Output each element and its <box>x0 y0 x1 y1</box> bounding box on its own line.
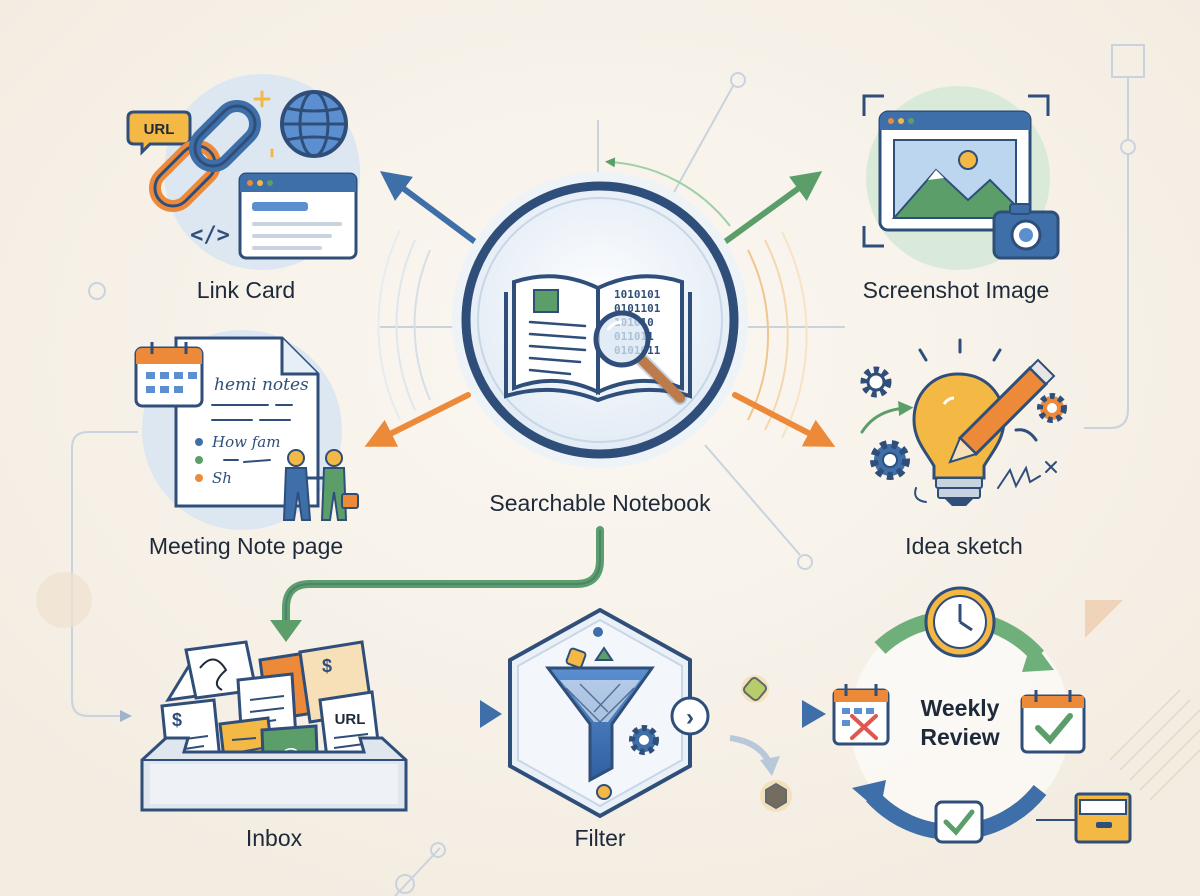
handshake-people-icon <box>282 449 359 521</box>
pencil-icon <box>948 358 1056 464</box>
next-chevron-icon <box>670 696 710 736</box>
weekly-review-label: Weekly Review <box>920 694 999 752</box>
meeting-note-label: Meeting Note page <box>148 533 344 559</box>
arrow-to-screenshot <box>719 171 823 247</box>
weekly-review-line2: Review <box>920 724 1000 750</box>
binary-line: 1010101 <box>614 288 661 301</box>
gear-icon <box>860 366 892 398</box>
calendar-check-icon <box>1020 690 1086 754</box>
inbox-to-filter-arrowhead <box>480 700 502 728</box>
calendar-cross-icon <box>832 684 890 746</box>
idea-sketch-node <box>860 338 1067 506</box>
funnel-icon <box>545 666 655 783</box>
gear-icon <box>870 440 910 480</box>
checkbox-icon <box>934 800 984 844</box>
filter-node: › <box>508 607 710 819</box>
archive-box-icon <box>1074 792 1132 844</box>
inbox-dollar1-text: $ <box>172 710 182 730</box>
url-badge-text: URL <box>144 121 175 138</box>
browser-window-icon <box>238 172 358 260</box>
filter-label: Filter <box>574 825 626 851</box>
notebook-to-inbox-arrow <box>282 526 604 636</box>
background-hatching <box>1109 689 1200 801</box>
gear-icon <box>1037 393 1067 423</box>
filter-next-text: › <box>686 704 694 731</box>
notebook-to-inbox-arrowhead <box>270 620 302 642</box>
inbox-dollar2-text: $ <box>322 656 332 676</box>
weekly-review-line1: Weekly <box>920 695 1000 721</box>
accepted-item <box>742 676 768 702</box>
background-decoration <box>71 44 1145 896</box>
rejected-item <box>765 782 787 810</box>
link-code-text: </> <box>190 223 230 248</box>
center-radiating-arcs <box>377 157 808 439</box>
arrow-to-link-card <box>379 171 481 247</box>
decorative-triangle <box>1085 600 1123 638</box>
arrow-to-idea-sketch <box>732 392 836 447</box>
note-item2-text: Sh <box>212 469 232 487</box>
meeting-note-node: hemi notes How fam Sh <box>134 330 359 530</box>
gear-icon <box>629 725 659 755</box>
weekly-review-node <box>832 586 1132 844</box>
screenshot-image-node <box>862 86 1060 270</box>
light-rays <box>918 338 1002 362</box>
arrow-to-meeting-note <box>364 392 471 447</box>
sparkle-icon <box>253 90 274 158</box>
calendar-icon <box>134 342 204 408</box>
url-badge: URL <box>126 110 192 156</box>
reject-arrowhead <box>760 756 780 776</box>
decorative-dot <box>36 572 92 628</box>
cycle-arrowhead <box>1022 640 1054 672</box>
globe-icon <box>280 90 348 158</box>
magnifier-icon <box>593 310 687 405</box>
chain-link-icon <box>148 99 262 213</box>
link-card-label: Link Card <box>196 277 296 303</box>
idea-sketch-label: Idea sketch <box>905 533 1023 559</box>
cycle-arrowhead <box>852 780 886 812</box>
lightbulb-icon <box>912 372 1006 506</box>
inbox-url-text: URL <box>335 711 366 728</box>
inbox-label: Inbox <box>245 825 303 851</box>
link-card-node: URL </> <box>126 74 360 270</box>
screenshot-image-label: Screenshot Image <box>862 277 1050 303</box>
searchable-notebook-label: Searchable Notebook <box>489 490 711 516</box>
note-page-icon: hemi notes How fam Sh <box>174 336 320 508</box>
note-title-text: hemi notes <box>214 375 309 395</box>
notebook-to-inbox-arrow-outline <box>285 530 601 628</box>
note-item1-text: How fam <box>211 433 280 451</box>
crop-corners-icon <box>862 94 1050 248</box>
image-window-icon <box>878 110 1032 232</box>
radial-arrows <box>364 171 836 447</box>
filter-to-review-arrowhead <box>802 700 826 728</box>
camera-icon <box>992 203 1060 260</box>
code-bracket-icon: </> <box>190 223 230 248</box>
sketch-strokes <box>860 401 1057 503</box>
inbox-node: $ $ @ URL <box>140 640 408 812</box>
clock-icon <box>924 586 996 658</box>
